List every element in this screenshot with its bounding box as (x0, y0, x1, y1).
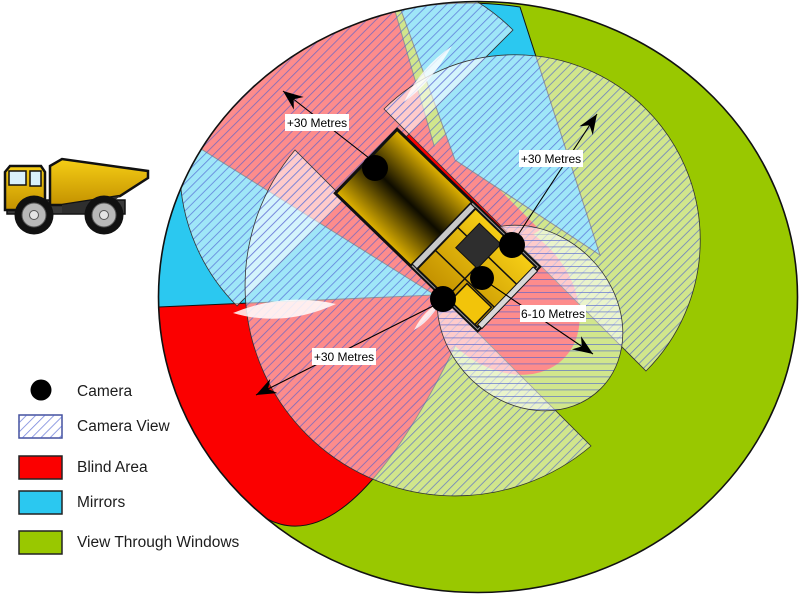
haul-truck-illustration (3, 157, 150, 235)
blind-area-swatch (18, 455, 63, 480)
truck-side-bed (48, 157, 150, 207)
truck-bumper (476, 266, 539, 330)
legend-item-camera: Camera (30, 379, 133, 401)
arrow-front-left-range (255, 299, 446, 396)
legend-item-view-through-windows: View Through Windows (18, 530, 240, 555)
visibility-circle-outline (157, 0, 799, 594)
truck-cab-window-front (8, 170, 27, 186)
front-left-range-label: +30 Metres (314, 350, 374, 364)
uncovered-sliver-front (414, 302, 441, 330)
view-through-windows-swatch (18, 530, 63, 555)
legend-label-camera-view: Camera View (77, 418, 171, 435)
front-range-label: 6-10 Metres (521, 307, 585, 321)
legend: Camera Camera View Blind Area Mirrors Vi… (18, 379, 240, 555)
right-range-label: +30 Metres (521, 152, 581, 166)
legend-label-mirrors: Mirrors (77, 494, 125, 511)
camera-dot-front (470, 266, 494, 290)
legend-label-blind-area: Blind Area (77, 459, 148, 476)
uncovered-sliver-top (404, 46, 452, 102)
mirrors-swatch (18, 490, 63, 515)
legend-item-mirrors: Mirrors (18, 490, 125, 515)
rear-range-label: +30 Metres (287, 116, 347, 130)
arrow-right-range (513, 113, 598, 242)
uncovered-sliver-left (233, 299, 336, 319)
camera-dot-rear (362, 155, 388, 181)
camera-view-fan-right (383, 54, 701, 372)
legend-item-camera-view: Camera View (18, 414, 171, 439)
camera-swatch (30, 379, 52, 401)
camera-dot-right (499, 232, 525, 258)
range-labels: +30 Metres +30 Metres +30 Metres 6-10 Me… (285, 114, 586, 365)
truck-rear-wheel (84, 195, 124, 235)
truck-front-panel (449, 282, 493, 326)
legend-label-camera: Camera (77, 383, 133, 400)
truck-front-wheel (14, 195, 54, 235)
legend-item-blind-area: Blind Area (18, 455, 148, 480)
legend-label-view-through-windows: View Through Windows (77, 534, 240, 551)
truck-cab-window-rear (29, 170, 42, 187)
truck-engine-block (455, 222, 502, 270)
camera-dot-front-left (430, 286, 456, 312)
